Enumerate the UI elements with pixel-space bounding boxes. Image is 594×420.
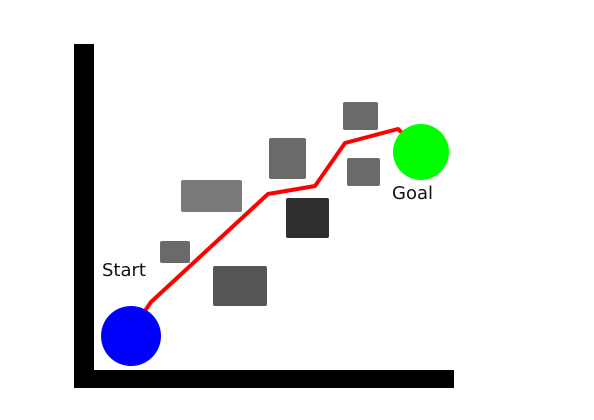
obstacle-7 — [347, 158, 380, 186]
goal-label: Goal — [392, 183, 433, 204]
obstacle-3 — [213, 266, 267, 306]
planned-path — [130, 127, 420, 332]
obstacle-4 — [269, 138, 306, 179]
obstacle-6 — [343, 102, 378, 130]
start-marker — [101, 306, 161, 366]
y-axis — [74, 44, 94, 388]
x-axis — [74, 370, 454, 388]
goal-marker — [393, 124, 449, 180]
obstacle-5 — [286, 198, 329, 238]
obstacle-1 — [181, 180, 242, 212]
obstacle-2 — [160, 241, 190, 263]
start-label: Start — [102, 260, 146, 281]
